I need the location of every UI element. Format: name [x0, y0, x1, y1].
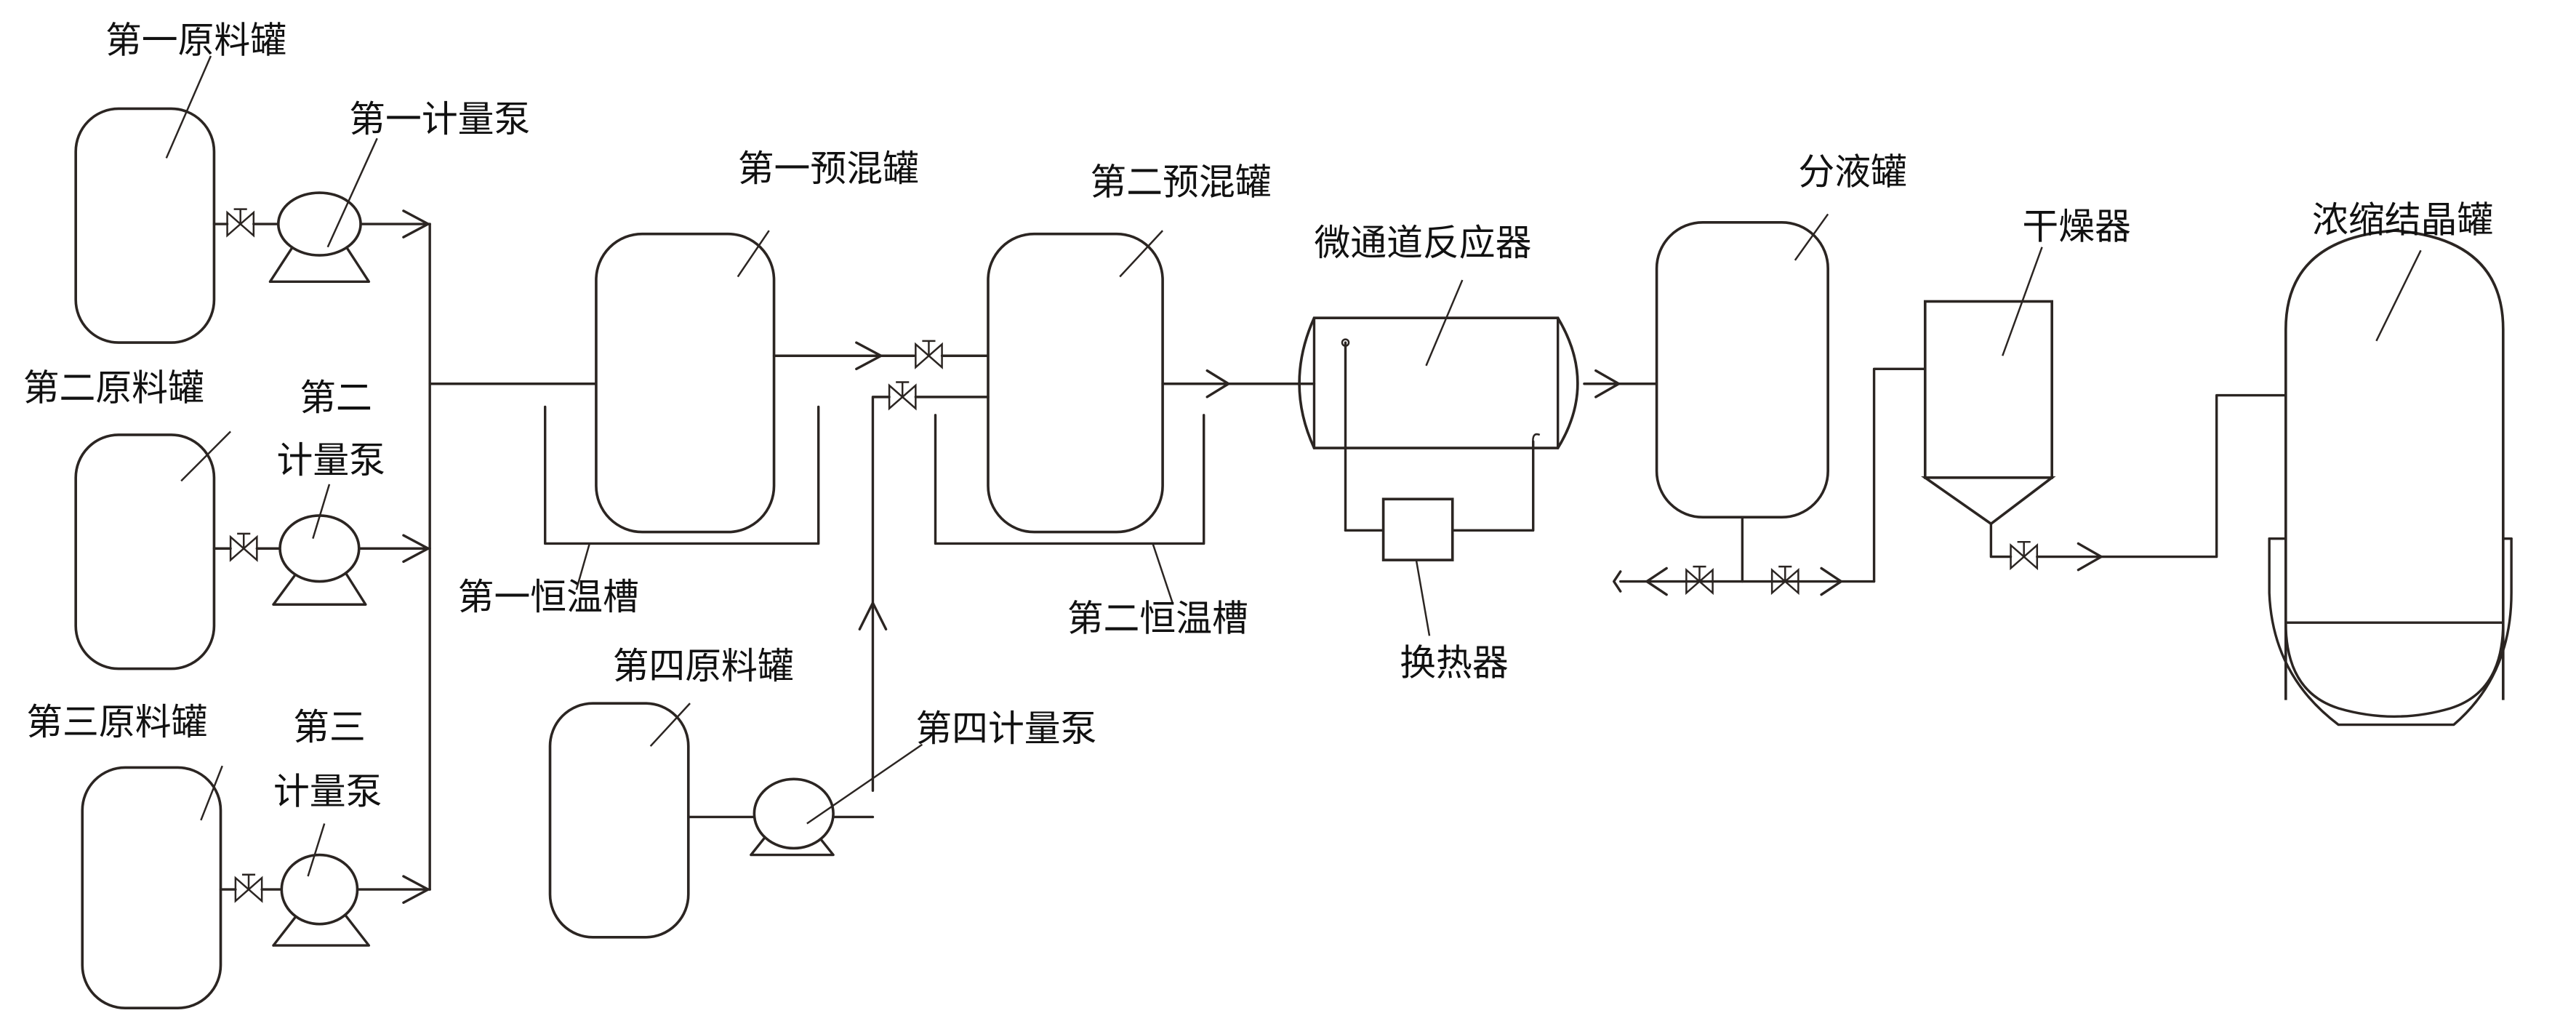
label-pump-3-line2: 计量泵	[273, 770, 382, 812]
dryer	[1921, 300, 2056, 526]
crystallizer-tank	[2268, 229, 2513, 726]
label-crystallizer: 浓缩结晶罐	[2312, 199, 2493, 241]
pump-icon	[280, 853, 359, 926]
label-thermostat-bath-2: 第二恒温槽	[1067, 597, 1248, 639]
label-pump-2-line1: 第二	[300, 377, 372, 419]
premix-tank-1	[595, 232, 776, 534]
thermostat-bath-1	[544, 405, 820, 545]
valve-icon	[2010, 542, 2039, 571]
arrow-icon	[1820, 566, 1842, 596]
arrow-icon	[1645, 566, 1668, 596]
premix-tank-2	[987, 232, 1164, 534]
label-heat-exchanger: 换热器	[1400, 642, 1508, 684]
leader-lines	[165, 55, 2422, 877]
valve-icon	[888, 383, 917, 411]
valve-icon	[915, 342, 943, 369]
label-microchannel-reactor: 微通道反应器	[1314, 222, 1531, 264]
label-pump-2-line2: 计量泵	[277, 439, 385, 481]
label-raw-tank-2: 第二原料罐	[23, 367, 204, 409]
label-raw-tank-4: 第四原料罐	[613, 645, 794, 687]
valve-icon	[226, 210, 255, 238]
label-separator-tank: 分液罐	[1798, 151, 1906, 193]
label-raw-tank-3: 第三原料罐	[26, 701, 207, 743]
label-thermostat-bath-1: 第一恒温槽	[458, 576, 639, 618]
valve-icon	[229, 534, 258, 562]
valve-icon	[1685, 567, 1714, 596]
arrow-icon	[1594, 369, 1621, 399]
thermostat-bath-2	[934, 414, 1205, 545]
valve-icon	[1770, 567, 1799, 596]
heat-exchanger	[1381, 497, 1454, 561]
microchannel-reactor	[1298, 316, 1579, 532]
metering-pump-1	[212, 191, 431, 284]
raw-tank-1	[74, 107, 216, 344]
label-dryer: 干燥器	[2022, 205, 2130, 247]
arrow-icon	[858, 601, 888, 630]
metering-pump-4	[687, 777, 875, 857]
label-premix-tank-1: 第一预混罐	[738, 148, 919, 190]
arrow-icon	[1205, 369, 1230, 399]
arrow-icon	[2077, 542, 2103, 572]
raw-tank-3	[81, 766, 222, 1009]
label-pump-4: 第四计量泵	[915, 708, 1096, 750]
label-raw-tank-1: 第一原料罐	[105, 19, 286, 61]
metering-pump-3	[219, 853, 431, 947]
valve-icon	[234, 876, 263, 903]
label-premix-tank-2: 第二预混罐	[1090, 161, 1271, 203]
metering-pump-2	[212, 514, 431, 606]
label-pump-1: 第一计量泵	[349, 98, 530, 140]
separator-tank	[1655, 220, 1829, 519]
pump-icon	[278, 514, 361, 583]
raw-tank-2	[74, 433, 216, 670]
raw-tank-4	[548, 702, 690, 939]
label-pump-3-line1: 第三	[293, 706, 366, 748]
arrow-icon	[855, 341, 883, 371]
pump-icon	[753, 777, 835, 850]
